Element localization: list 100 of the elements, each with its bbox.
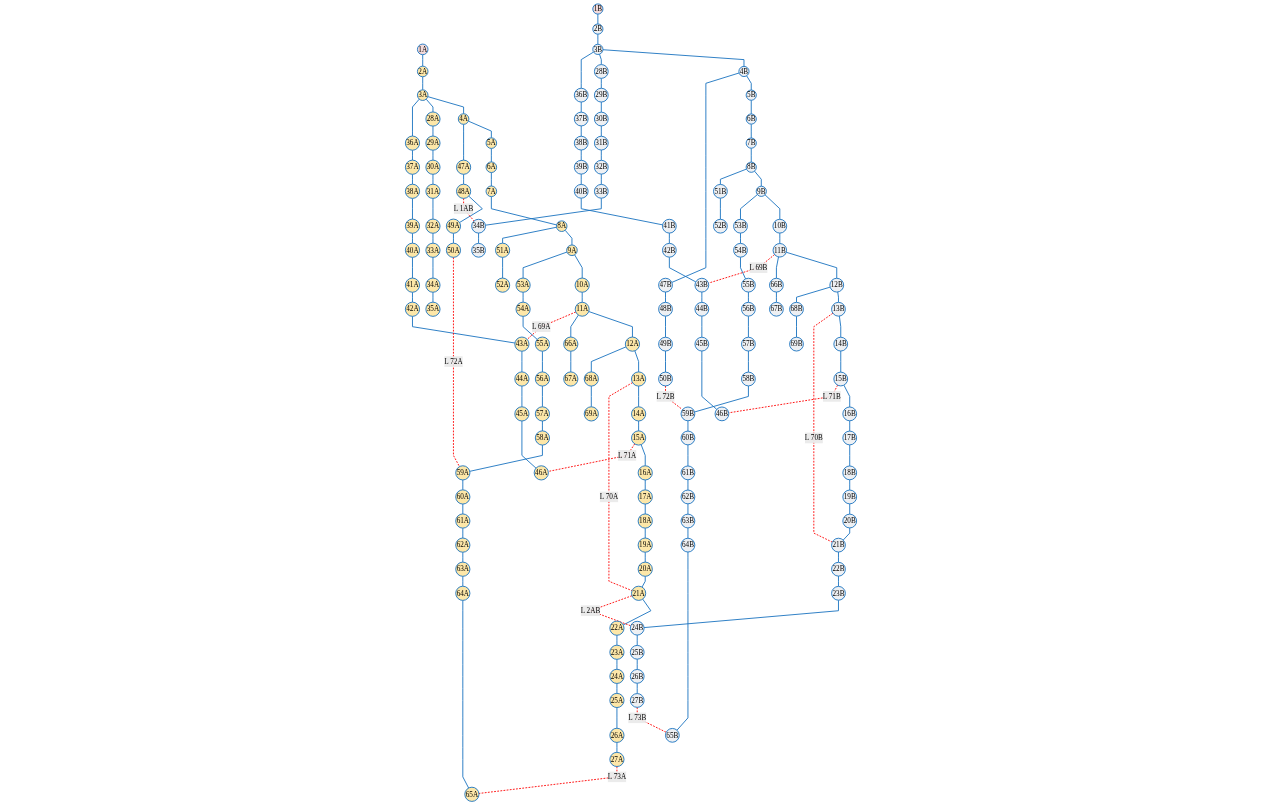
connector xyxy=(796,315,797,338)
connector xyxy=(750,123,752,139)
connector xyxy=(521,420,537,469)
connector xyxy=(412,315,516,344)
connector xyxy=(580,51,594,89)
connector xyxy=(843,384,851,408)
connector xyxy=(638,385,640,408)
connector xyxy=(469,444,543,472)
connector xyxy=(547,443,636,472)
connector xyxy=(432,232,434,244)
connector xyxy=(462,575,464,587)
connector xyxy=(849,503,851,515)
connector xyxy=(842,527,851,541)
connector xyxy=(600,77,602,89)
connector xyxy=(526,311,577,340)
connector xyxy=(665,291,666,303)
connector xyxy=(728,384,839,414)
connector xyxy=(427,96,465,115)
connector xyxy=(570,350,572,373)
connector xyxy=(640,444,646,467)
connector xyxy=(484,197,602,226)
connector xyxy=(600,101,602,113)
connector xyxy=(570,314,579,338)
connector xyxy=(597,33,599,45)
connector xyxy=(580,101,582,113)
connector xyxy=(432,291,434,303)
connector xyxy=(694,385,749,413)
connector xyxy=(590,385,592,408)
connector xyxy=(490,172,492,187)
connector xyxy=(740,232,741,244)
connector xyxy=(641,575,646,588)
connector xyxy=(478,232,480,244)
connector xyxy=(701,350,718,410)
connector xyxy=(837,291,839,303)
connector xyxy=(581,291,583,303)
connector xyxy=(490,196,557,226)
connector xyxy=(779,232,781,244)
connector xyxy=(453,232,454,244)
connector xyxy=(687,503,689,515)
connector xyxy=(412,256,413,279)
connector xyxy=(599,53,602,65)
connector xyxy=(616,707,618,729)
connector xyxy=(838,315,842,338)
connector xyxy=(502,256,504,279)
connector xyxy=(687,420,689,432)
connector xyxy=(522,315,538,340)
connector xyxy=(432,256,434,279)
connector xyxy=(463,123,465,161)
connector xyxy=(616,634,618,646)
connector xyxy=(740,194,758,220)
connector xyxy=(687,444,689,467)
connector xyxy=(785,251,838,279)
connector xyxy=(687,479,689,491)
connector xyxy=(644,551,646,563)
connector xyxy=(432,173,434,185)
connector xyxy=(636,658,638,670)
connector xyxy=(813,312,834,543)
connector xyxy=(432,125,434,137)
connector xyxy=(701,291,703,303)
connector xyxy=(747,350,749,373)
connector xyxy=(564,229,573,246)
connector xyxy=(462,599,470,789)
connector xyxy=(754,170,762,187)
connector xyxy=(764,194,781,220)
connector xyxy=(602,49,745,67)
connector xyxy=(671,72,740,283)
connector xyxy=(522,251,568,279)
connector xyxy=(701,315,703,338)
connector xyxy=(412,98,420,137)
connector xyxy=(600,149,602,161)
connector xyxy=(541,350,543,373)
connector xyxy=(747,315,749,338)
connector xyxy=(412,197,413,220)
connector xyxy=(750,99,752,115)
connector xyxy=(668,256,697,283)
connector xyxy=(849,479,851,491)
connector xyxy=(432,149,434,161)
connector xyxy=(522,291,524,303)
connector xyxy=(616,658,618,670)
connector xyxy=(422,54,424,67)
connector xyxy=(616,741,618,753)
connector xyxy=(462,551,464,563)
connector xyxy=(687,527,689,539)
connector xyxy=(665,315,666,338)
connector xyxy=(468,120,492,139)
connector xyxy=(422,76,424,91)
connector xyxy=(634,350,640,373)
connector xyxy=(719,197,721,220)
connector xyxy=(412,232,413,244)
connector xyxy=(432,197,434,220)
connector xyxy=(838,551,839,563)
connector xyxy=(676,551,689,731)
connector xyxy=(668,232,670,244)
connector xyxy=(838,575,839,587)
connector xyxy=(490,148,492,163)
connector xyxy=(636,634,638,646)
connector xyxy=(425,98,434,113)
connector xyxy=(580,125,582,137)
connector xyxy=(849,444,851,467)
connector xyxy=(590,346,627,373)
